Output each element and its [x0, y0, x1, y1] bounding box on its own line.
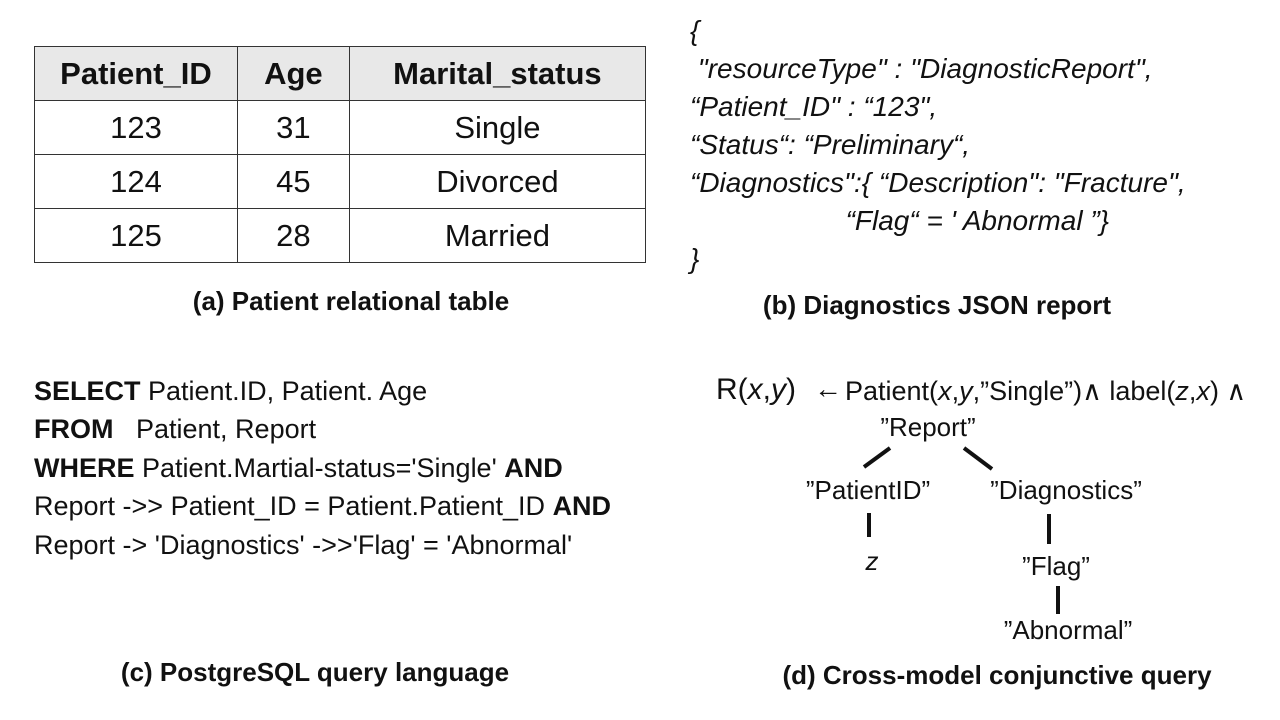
- json-line: }: [690, 243, 700, 274]
- cq-text: ) ∧: [1209, 376, 1247, 406]
- json-line: “Status“: “Preliminary“,: [690, 129, 971, 160]
- cq-arrow: ←: [814, 373, 842, 404]
- cq-text: ,: [951, 376, 960, 406]
- node-report: ”Report”: [880, 412, 976, 442]
- cq-text: R(: [716, 373, 748, 406]
- sql-text: Patient.ID, Patient. Age: [140, 376, 428, 406]
- cq-var: x: [1196, 376, 1210, 406]
- table-row: 123 31 Single: [34, 100, 647, 155]
- cell-age: 28: [236, 208, 350, 263]
- table-row: 124 45 Divorced: [34, 154, 647, 209]
- cq-text: ,”Single”)∧ label(: [972, 376, 1176, 406]
- cq-head: R(x,y): [716, 373, 796, 407]
- header-patient-id: Patient_ID: [34, 46, 238, 101]
- sql-line-where: WHERE Patient.Martial-status='Single' AN…: [34, 449, 563, 487]
- sql-text: Patient.Martial-status='Single': [134, 453, 505, 483]
- edge-report-patientid: [862, 446, 892, 469]
- caption-c: (c) PostgreSQL query language: [120, 657, 510, 687]
- caption-d: (d) Cross-model conjunctive query: [782, 660, 1212, 690]
- sql-text: Patient, Report: [113, 414, 317, 444]
- cell-patient-id: 124: [34, 154, 238, 209]
- edge-report-diagnostics: [962, 446, 994, 471]
- table-row: 125 28 Married: [34, 208, 647, 263]
- cq-body: Patient(x,y,”Single”)∧ label(z,x) ∧: [845, 376, 1246, 407]
- node-diagnostics: ”Diagnostics”: [990, 475, 1142, 505]
- cq-var: x: [938, 376, 952, 406]
- json-line: {: [690, 15, 700, 46]
- json-line: "resourceType" : "DiagnosticReport",: [690, 53, 1153, 84]
- cq-var: z: [1175, 376, 1189, 406]
- cq-var: y: [959, 376, 973, 406]
- sql-text: Report ->> Patient_ID = Patient.Patient_…: [34, 491, 553, 521]
- sql-line-filter: Report -> 'Diagnostics' ->>'Flag' = 'Abn…: [34, 526, 572, 564]
- node-flag: ”Flag”: [1022, 551, 1090, 581]
- json-line: “Flag“ = ' Abnormal ”}: [690, 205, 1109, 236]
- sql-keyword: AND: [504, 453, 563, 483]
- caption-b: (b) Diagnostics JSON report: [762, 290, 1112, 320]
- sql-line-join: Report ->> Patient_ID = Patient.Patient_…: [34, 487, 611, 525]
- sql-line-from: FROM Patient, Report: [34, 410, 316, 448]
- json-line: “Patient_ID" : “123",: [690, 91, 938, 122]
- sql-keyword: WHERE: [34, 453, 135, 483]
- node-abnormal: ”Abnormal”: [1003, 615, 1133, 645]
- cell-marital-status: Divorced: [348, 154, 647, 209]
- cell-patient-id: 123: [34, 100, 238, 155]
- sql-keyword: SELECT: [34, 376, 141, 406]
- cq-text: ,: [1188, 376, 1197, 406]
- sql-text: Report -> 'Diagnostics' ->>'Flag' = 'Abn…: [34, 530, 573, 560]
- table-header-row: Patient_ID Age Marital_status: [34, 46, 647, 101]
- sql-keyword: FROM: [34, 414, 114, 444]
- json-line: “Diagnostics":{ “Description": "Fracture…: [690, 167, 1186, 198]
- sql-keyword: AND: [552, 491, 612, 521]
- node-patientid: ”PatientID”: [805, 475, 931, 505]
- cq-text: ,: [762, 373, 771, 406]
- node-z: z: [865, 546, 879, 576]
- cell-marital-status: Single: [348, 100, 647, 155]
- cq-text: ): [786, 373, 796, 406]
- cq-var: x: [747, 373, 763, 406]
- caption-a: (a) Patient relational table: [192, 286, 510, 316]
- patient-table: Patient_ID Age Marital_status 123 31 Sin…: [34, 46, 647, 263]
- cq-var: y: [771, 373, 786, 406]
- cell-patient-id: 125: [34, 208, 238, 263]
- sql-line-select: SELECT Patient.ID, Patient. Age: [34, 372, 427, 410]
- cq-text: Patient(: [845, 376, 939, 406]
- cell-marital-status: Married: [348, 208, 647, 263]
